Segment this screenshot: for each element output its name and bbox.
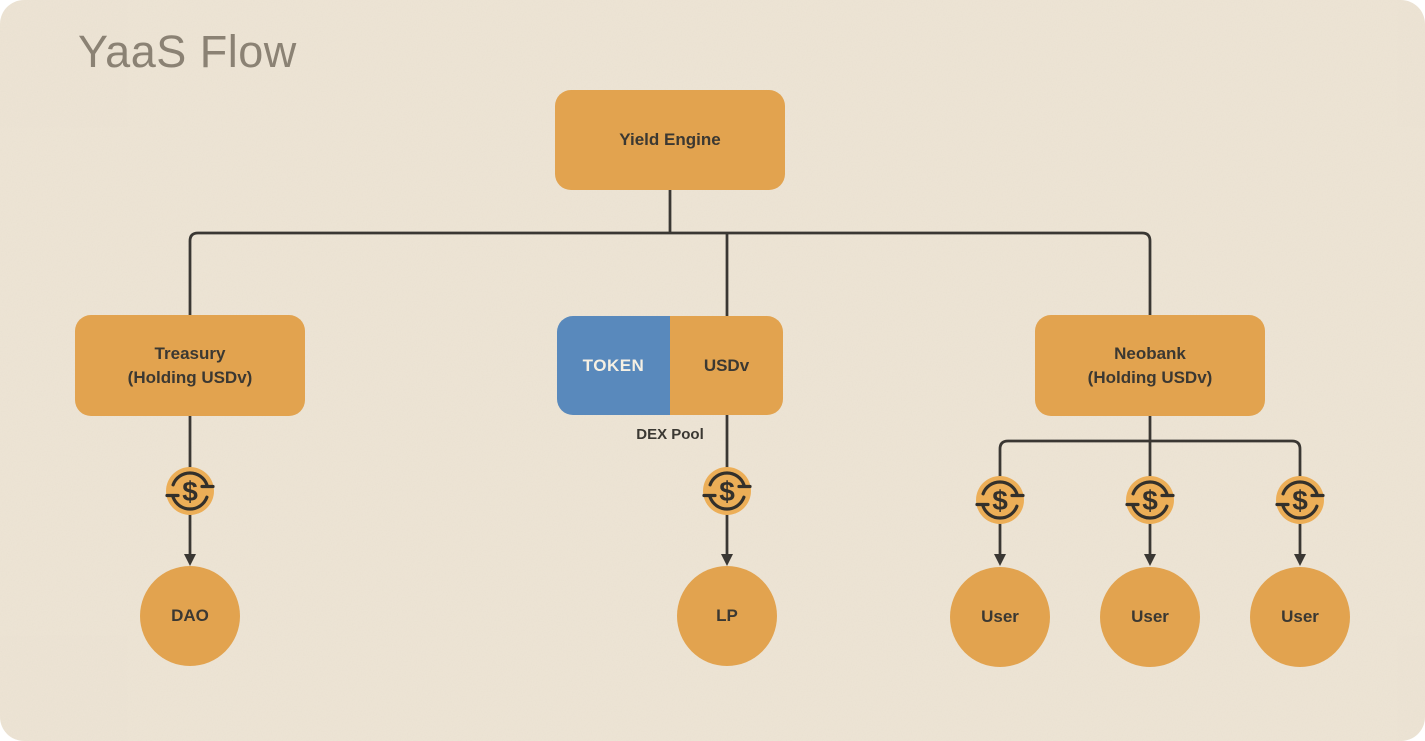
connector-main-bus	[188, 231, 1152, 315]
node-neobank-label-line1: Neobank	[1114, 343, 1186, 363]
node-dex-token-half[interactable]: TOKEN	[557, 316, 670, 415]
node-user-1-label: User	[981, 607, 1019, 626]
node-user-1[interactable]: User	[950, 567, 1050, 667]
dollar-coin-icon[interactable]: $	[165, 466, 215, 516]
dex-pool-caption: DEX Pool	[636, 426, 704, 443]
node-lp-label: LP	[716, 606, 738, 625]
node-neobank[interactable]: Neobank (Holding USDv)	[1035, 315, 1265, 416]
node-dao[interactable]: DAO	[140, 566, 240, 666]
node-yield-engine[interactable]: Yield Engine	[555, 90, 785, 190]
dollar-symbol: $	[1142, 485, 1158, 516]
node-user-3-label: User	[1281, 607, 1319, 626]
dollar-symbol: $	[1292, 485, 1308, 516]
dollar-coin-icon[interactable]: $	[975, 475, 1025, 525]
dollar-symbol: $	[182, 476, 198, 507]
node-dao-label: DAO	[171, 606, 209, 625]
node-treasury-label-line1: Treasury	[154, 343, 226, 363]
node-dex-usdv-label: USDv	[703, 355, 750, 375]
node-dex-pool[interactable]: TOKEN USDv	[557, 316, 783, 415]
node-treasury[interactable]: Treasury (Holding USDv)	[75, 315, 305, 416]
node-dex-usdv-half[interactable]: USDv	[670, 316, 783, 415]
dollar-symbol: $	[719, 476, 735, 507]
node-user-2-label: User	[1131, 607, 1169, 626]
node-treasury-label-line2: (Holding USDv)	[127, 367, 253, 387]
connector-user3	[1291, 439, 1306, 566]
node-neobank-label-line2: (Holding USDv)	[1087, 367, 1213, 387]
node-user-3[interactable]: User	[1250, 567, 1350, 667]
dollar-coin-icon[interactable]: $	[1125, 475, 1175, 525]
dollar-symbol: $	[992, 485, 1008, 516]
dollar-coin-icon[interactable]: $	[1275, 475, 1325, 525]
node-yield-engine-label: Yield Engine	[619, 130, 721, 150]
node-lp[interactable]: LP	[677, 566, 777, 666]
dollar-coin-icon[interactable]: $	[702, 466, 752, 516]
page-title: YaaS Flow	[78, 26, 297, 77]
connector-user1	[994, 439, 1009, 566]
node-user-2[interactable]: User	[1100, 567, 1200, 667]
node-dex-token-label: TOKEN	[582, 355, 645, 375]
